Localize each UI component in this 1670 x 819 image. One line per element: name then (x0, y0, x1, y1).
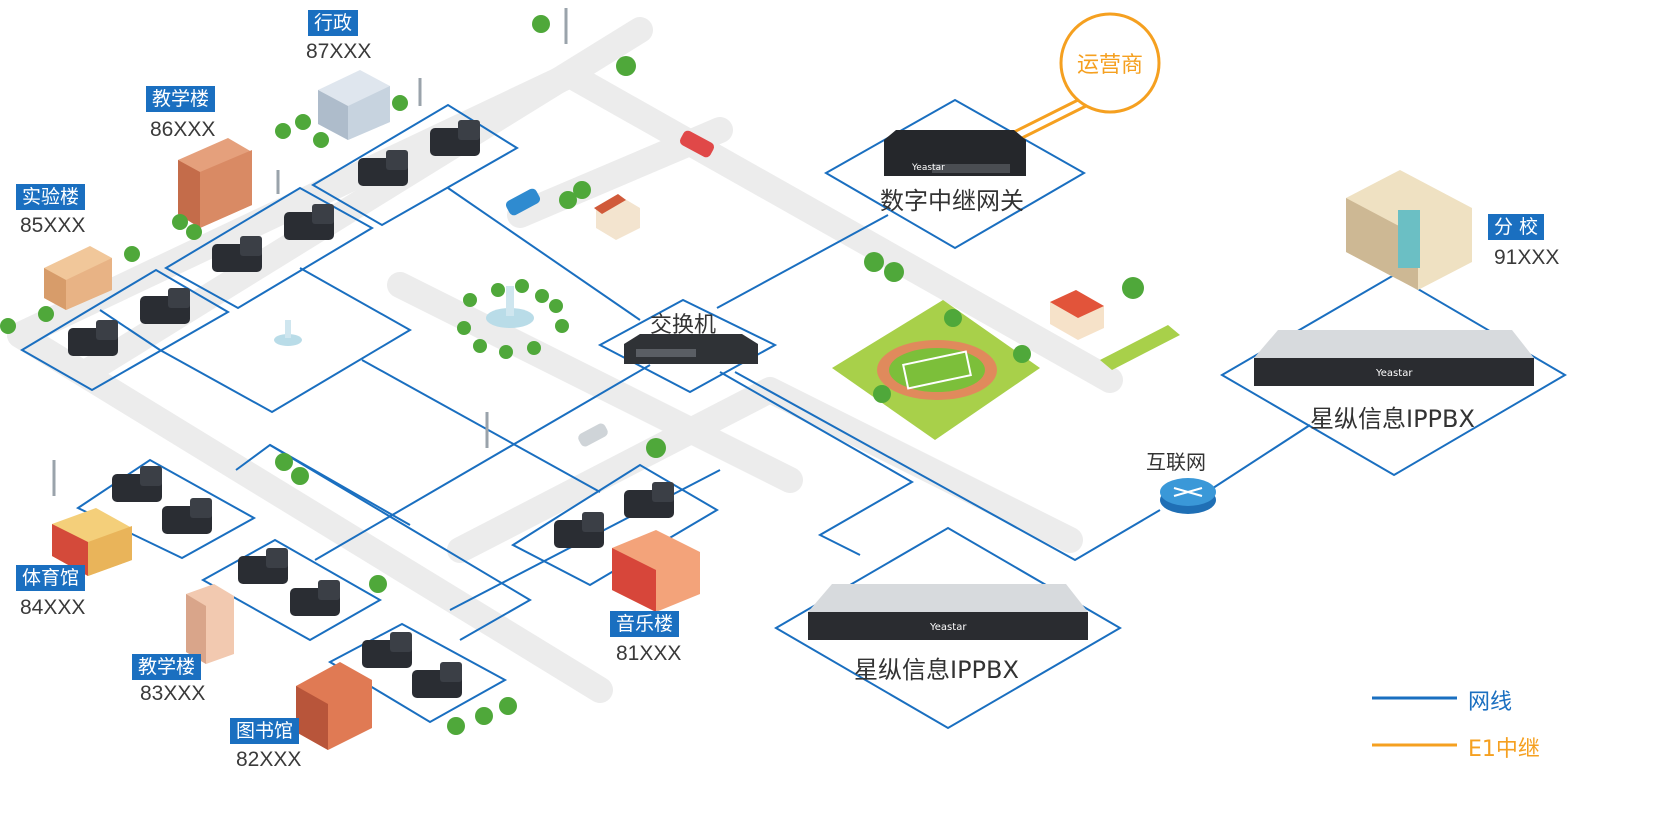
phone-icon (290, 580, 340, 616)
building-tag-teaching-86: 教学楼 (146, 86, 216, 112)
e1-trunk (1011, 12, 1161, 142)
pbx-server-branch-icon (1254, 330, 1534, 386)
gateway-device-icon (884, 130, 1026, 176)
switch-label: 交换机 (650, 313, 717, 338)
building-tag-lab: 实验楼 (16, 184, 86, 210)
trees (0, 15, 1144, 735)
pbx-branch-label: 星纵信息IPPBX (1310, 405, 1475, 433)
phone-icon (430, 120, 480, 156)
network-cables (20, 98, 1567, 730)
phone-icon (212, 236, 262, 272)
building-tag-teaching-83: 教学楼 (132, 654, 202, 680)
ip-phones (68, 120, 674, 698)
carrier-label: 运营商 (1077, 53, 1143, 78)
building-ext-teaching-86: 86XXX (150, 118, 216, 141)
phone-icon (112, 466, 162, 502)
switch-device-icon (624, 334, 758, 364)
phone-icon (162, 498, 212, 534)
phone-icon (362, 632, 412, 668)
gym-building-icon (52, 508, 132, 576)
street-lights (52, 8, 568, 496)
phone-icon (358, 150, 408, 186)
house-icon (594, 194, 640, 240)
internet-label: 互联网 (1146, 450, 1206, 474)
building-tag-music: 音乐楼 (610, 611, 680, 637)
cars (505, 130, 715, 447)
phone-icon (140, 288, 190, 324)
building-ext-music: 81XXX (616, 642, 682, 665)
building-ext-lab: 85XXX (20, 214, 86, 237)
phone-icon (412, 662, 462, 698)
legend-network-label: 网线 (1468, 690, 1513, 715)
sports-field (832, 300, 1040, 440)
legend-e1-label: E1中继 (1468, 737, 1540, 762)
teaching-building-icon (178, 138, 252, 228)
pbx-main-label: 星纵信息IPPBX (854, 656, 1019, 684)
phone-icon (68, 320, 118, 356)
lab-building-icon (44, 246, 112, 310)
teaching-building-2-icon (186, 584, 234, 664)
building-ext-gym: 84XXX (20, 596, 86, 619)
building-tag-library: 图书馆 (230, 718, 300, 744)
gateway-brand-label: Yeastar (911, 163, 945, 173)
admin-building-icon (318, 70, 390, 140)
building-tag-gym: 体育馆 (16, 565, 86, 591)
phone-icon (284, 204, 334, 240)
building-ext-library: 82XXX (236, 748, 302, 771)
phone-icon (238, 548, 288, 584)
gateway-label: 数字中继网关 (880, 187, 1024, 215)
pbx-server-icon (808, 584, 1088, 640)
fountains (274, 286, 534, 346)
building-tag-branch: 分 校 (1488, 214, 1545, 240)
branch-campus-building-icon (1346, 170, 1472, 290)
building-ext-branch: 91XXX (1494, 246, 1560, 269)
building-ext-teaching-83: 83XXX (140, 682, 206, 705)
music-building-icon (612, 530, 700, 612)
library-building-icon (296, 662, 372, 750)
buildings (44, 70, 1472, 750)
branch-lawn (1100, 325, 1180, 370)
pbx-brand-label: Yeastar (929, 622, 967, 633)
router-icon (1160, 478, 1216, 514)
building-tag-admin: 行政 (308, 10, 359, 36)
pbx-branch-brand-label: Yeastar (1375, 368, 1413, 379)
phone-icon (554, 512, 604, 548)
shop-icon (1050, 290, 1104, 340)
building-ext-admin: 87XXX (306, 40, 372, 63)
phone-icon (624, 482, 674, 518)
